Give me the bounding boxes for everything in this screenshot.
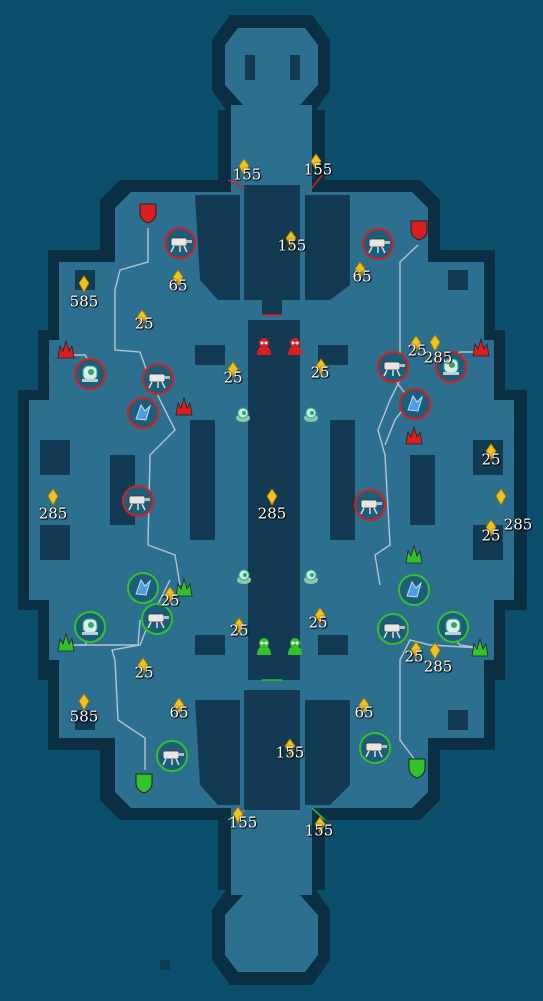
coin-value: 25: [223, 368, 243, 387]
coin-value: 25: [310, 363, 330, 382]
pod-icon: [236, 407, 250, 422]
coin-icon: [315, 358, 327, 376]
coin-icon: [429, 642, 441, 660]
turret-icon: [354, 489, 386, 521]
coin-value: 25: [481, 526, 501, 545]
coin-icon: [495, 488, 507, 506]
coin-value: 155: [277, 236, 307, 255]
turret-icon: [142, 363, 174, 395]
coin-icon: [78, 693, 90, 711]
coin-icon: [233, 617, 245, 635]
minion-icon: [405, 425, 423, 445]
pawn-icon: [288, 338, 302, 355]
coin-icon: [164, 586, 176, 604]
minion-icon: [405, 544, 423, 564]
crystal-icon: [398, 574, 430, 606]
coin-icon: [314, 816, 326, 834]
coin-value: 285: [38, 504, 68, 523]
coin-icon: [429, 334, 441, 352]
coin-value: 25: [134, 314, 154, 333]
turret-icon: [362, 228, 394, 260]
coin-value: 155: [275, 743, 305, 762]
shield-icon: [408, 758, 426, 779]
healer-icon: [435, 351, 467, 383]
minion-icon: [175, 577, 193, 597]
coin-value: 25: [308, 613, 328, 632]
crystal-icon: [127, 572, 159, 604]
coin-icon: [285, 230, 297, 248]
coin-icon: [238, 158, 250, 176]
coin-value: 65: [354, 703, 374, 722]
coin-icon: [173, 697, 185, 715]
shield-icon: [135, 773, 153, 794]
coin-icon: [410, 335, 422, 353]
healer-icon: [74, 358, 106, 390]
turret-icon: [122, 485, 154, 517]
coin-value: 25: [229, 621, 249, 640]
coin-value: 285: [257, 504, 287, 523]
coin-value: 25: [404, 647, 424, 666]
coin-value: 155: [232, 165, 262, 184]
coin-value: 585: [69, 707, 99, 726]
coin-value: 25: [160, 591, 180, 610]
pawn-icon: [288, 638, 302, 655]
pawn-icon: [257, 638, 271, 655]
turret-icon: [377, 613, 409, 645]
pawn-icon: [257, 338, 271, 355]
crystal-icon: [127, 397, 159, 429]
coin-value: 285: [423, 348, 453, 367]
turret-icon: [359, 732, 391, 764]
turret-icon: [156, 740, 188, 772]
coin-icon: [310, 153, 322, 171]
coin-icon: [232, 806, 244, 824]
coin-icon: [137, 657, 149, 675]
healer-icon: [74, 611, 106, 643]
coin-value: 65: [169, 703, 189, 722]
coin-value: 155: [304, 821, 334, 840]
coin-icon: [485, 443, 497, 461]
coin-icon: [227, 361, 239, 379]
coin-icon: [485, 519, 497, 537]
shield-icon: [410, 220, 428, 241]
pod-icon: [237, 569, 251, 584]
coin-value: 285: [503, 515, 533, 534]
coin-icon: [172, 269, 184, 287]
coin-icon: [47, 488, 59, 506]
coin-value: 155: [228, 813, 258, 832]
minion-icon: [57, 632, 75, 652]
coin-value: 285: [423, 657, 453, 676]
shield-icon: [139, 203, 157, 224]
minion-icon: [175, 396, 193, 416]
pod-icon: [304, 407, 318, 422]
coin-value: 25: [134, 663, 154, 682]
coin-value: 65: [352, 267, 372, 286]
crystal-icon: [399, 388, 431, 420]
coin-icon: [358, 697, 370, 715]
coin-icon: [78, 275, 90, 293]
coin-value: 65: [168, 276, 188, 295]
minion-icon: [57, 339, 75, 359]
coin-value: 25: [481, 450, 501, 469]
coin-value: 25: [407, 341, 427, 360]
map-pits: [40, 55, 503, 970]
coin-icon: [284, 738, 296, 756]
pod-icon: [304, 569, 318, 584]
minion-icon: [472, 337, 490, 357]
coin-icon: [354, 261, 366, 279]
turret-icon: [377, 351, 409, 383]
coin-icon: [136, 309, 148, 327]
coin-icon: [410, 641, 422, 659]
coin-value: 585: [69, 292, 99, 311]
turret-icon: [164, 227, 196, 259]
healer-icon: [437, 611, 469, 643]
coin-icon: [314, 607, 326, 625]
coin-icon: [266, 488, 278, 506]
coin-value: 155: [303, 160, 333, 179]
minion-icon: [471, 637, 489, 657]
turret-icon: [141, 603, 173, 635]
